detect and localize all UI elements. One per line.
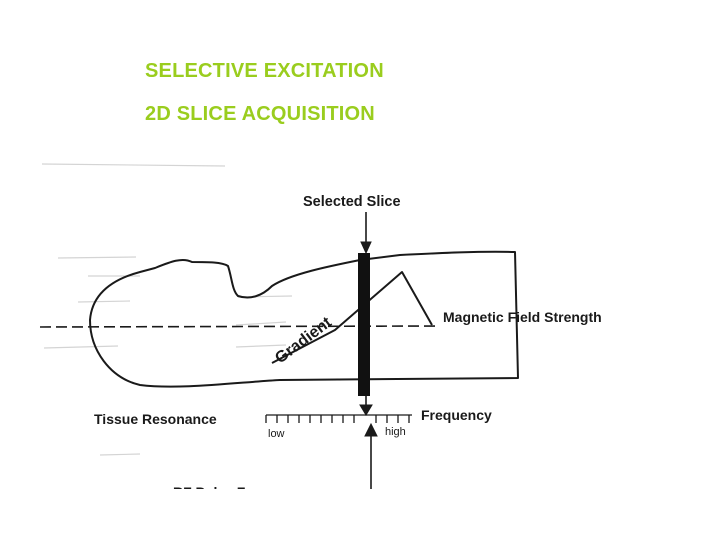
selected-slice-bar [358,253,370,396]
slide-title-line-2: 2D SLICE ACQUISITION [145,103,375,125]
selected-slice-arrow [360,212,372,255]
tissue-resonance-label: Tissue Resonance [94,411,217,427]
magnetic-field-strength-label: Magnetic Field Strength [443,309,602,325]
slide-title-line-1: SELECTIVE EXCITATION [145,60,384,82]
field-baseline [39,325,441,328]
rf-pulse-arrow [364,422,378,489]
scale-high-label: high [385,426,406,438]
gradient-label: Gradient [272,314,335,368]
rf-pulse-frequency-label: RF Pulse Frequency [173,484,308,500]
scan-ghost-text [41,163,293,456]
slice-to-scale-arrow [359,396,373,416]
scale-low-label: low [268,428,285,440]
selected-slice-label: Selected Slice [303,194,401,210]
body-outline [89,250,519,388]
frequency-scale [265,414,412,423]
frequency-label: Frequency [421,407,492,423]
